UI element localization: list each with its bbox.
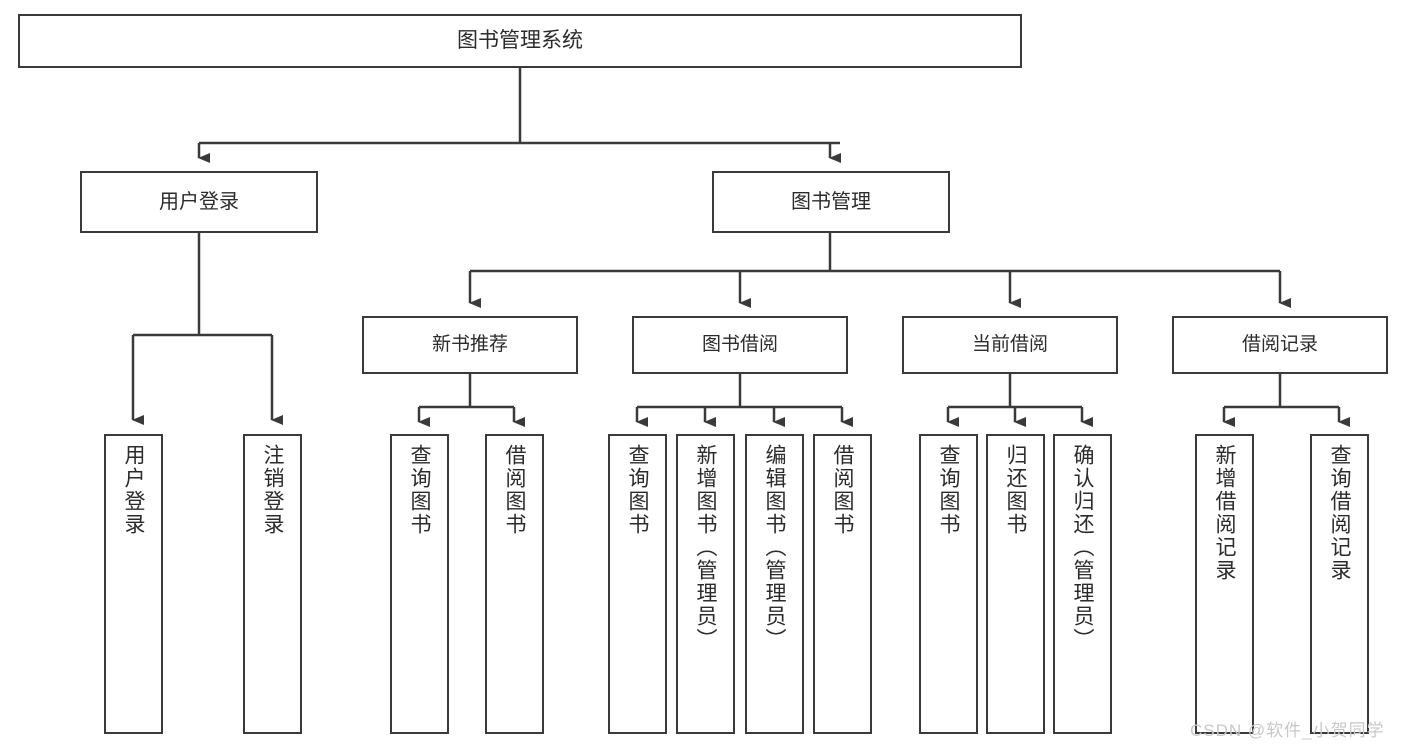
node-book-management[interactable]: 图书管理 [712, 171, 950, 233]
node-label: 新增借阅记录 [1213, 444, 1236, 582]
node-label: 编辑图书（管理员） [763, 444, 786, 651]
node-label: 借阅记录 [1241, 334, 1318, 356]
leaf-logout-login[interactable]: 注销登录 [243, 434, 302, 734]
leaf-add-borrow-record[interactable]: 新增借阅记录 [1195, 434, 1254, 734]
node-label: 确认归还（管理员） [1071, 444, 1094, 651]
node-current-borrow[interactable]: 当前借阅 [902, 316, 1118, 374]
node-label: 查询图书 [408, 444, 431, 536]
csdn-watermark: CSDN @软件_小贺同学 [1190, 721, 1385, 740]
leaf-user-login[interactable]: 用户登录 [104, 434, 163, 734]
node-label: 用户登录 [159, 190, 239, 213]
node-label: 图书管理系统 [457, 29, 583, 53]
leaf-add-book-admin[interactable]: 新增图书（管理员） [676, 434, 735, 734]
node-label: 用户登录 [122, 444, 145, 536]
node-new-book-recommend[interactable]: 新书推荐 [362, 316, 578, 374]
node-label: 图书管理 [791, 190, 871, 213]
leaf-confirm-return-admin[interactable]: 确认归还（管理员） [1053, 434, 1112, 734]
node-borrow-record[interactable]: 借阅记录 [1172, 316, 1388, 374]
node-label: 新书推荐 [431, 334, 508, 356]
leaf-query-book-recommend[interactable]: 查询图书 [390, 434, 449, 734]
node-label: 查询图书 [626, 444, 649, 536]
leaf-edit-book-admin[interactable]: 编辑图书（管理员） [745, 434, 804, 734]
node-book-borrow[interactable]: 图书借阅 [632, 316, 848, 374]
leaf-query-book-current[interactable]: 查询图书 [919, 434, 978, 734]
node-label: 查询借阅记录 [1328, 444, 1351, 582]
node-label: 注销登录 [261, 444, 284, 536]
leaf-query-borrow-record[interactable]: 查询借阅记录 [1310, 434, 1369, 734]
leaf-query-book-borrow[interactable]: 查询图书 [608, 434, 667, 734]
leaf-return-book[interactable]: 归还图书 [986, 434, 1045, 734]
node-label: 当前借阅 [971, 334, 1048, 356]
leaf-borrow-book[interactable]: 借阅图书 [813, 434, 872, 734]
node-user-login[interactable]: 用户登录 [80, 171, 318, 233]
node-label: 归还图书 [1004, 444, 1027, 536]
node-label: 新增图书（管理员） [694, 444, 717, 651]
leaf-borrow-book-recommend[interactable]: 借阅图书 [485, 434, 544, 734]
node-label: 借阅图书 [831, 444, 854, 536]
node-label: 借阅图书 [503, 444, 526, 536]
node-label: 图书借阅 [701, 334, 778, 356]
node-root-library-system[interactable]: 图书管理系统 [18, 14, 1022, 68]
node-label: 查询图书 [937, 444, 960, 536]
